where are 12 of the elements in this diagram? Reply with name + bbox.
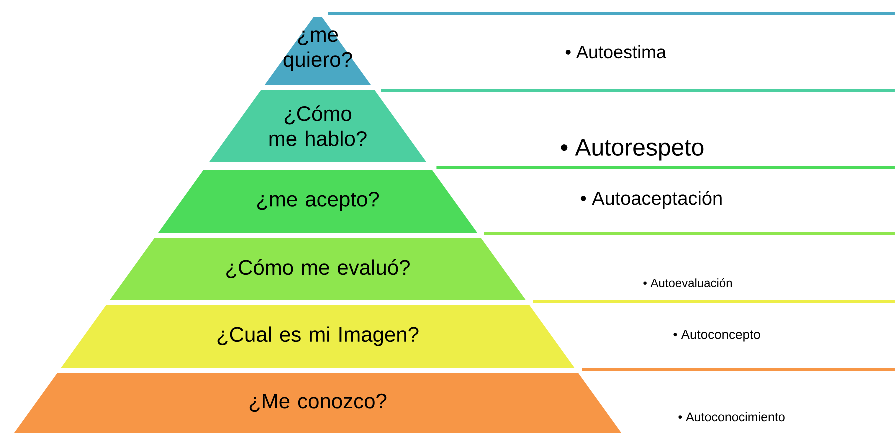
pyramid-layer: ¿Cómo me hablo?	[210, 90, 426, 162]
pyramid-layer: ¿me acepto?	[158, 170, 478, 233]
bullet-text: • Autoevaluación	[644, 278, 732, 288]
pyramid-layer: ¿me quiero?	[265, 17, 371, 85]
bullet-text: • Autoaceptación	[580, 191, 722, 209]
pyramid-layer: ¿Cómo me evaluó?	[110, 238, 526, 300]
pyramid-layer: ¿Cual es mi Imagen?	[61, 305, 575, 368]
bullet-text: • Autoestima	[566, 45, 667, 59]
bullet-text: • Autorespeto	[561, 139, 704, 161]
pyramid-layer: ¿Me conozco?	[14, 373, 622, 433]
bullet-text: • Autoconocimiento	[678, 412, 785, 422]
bullet-text: • Autoconcepto	[674, 330, 760, 342]
